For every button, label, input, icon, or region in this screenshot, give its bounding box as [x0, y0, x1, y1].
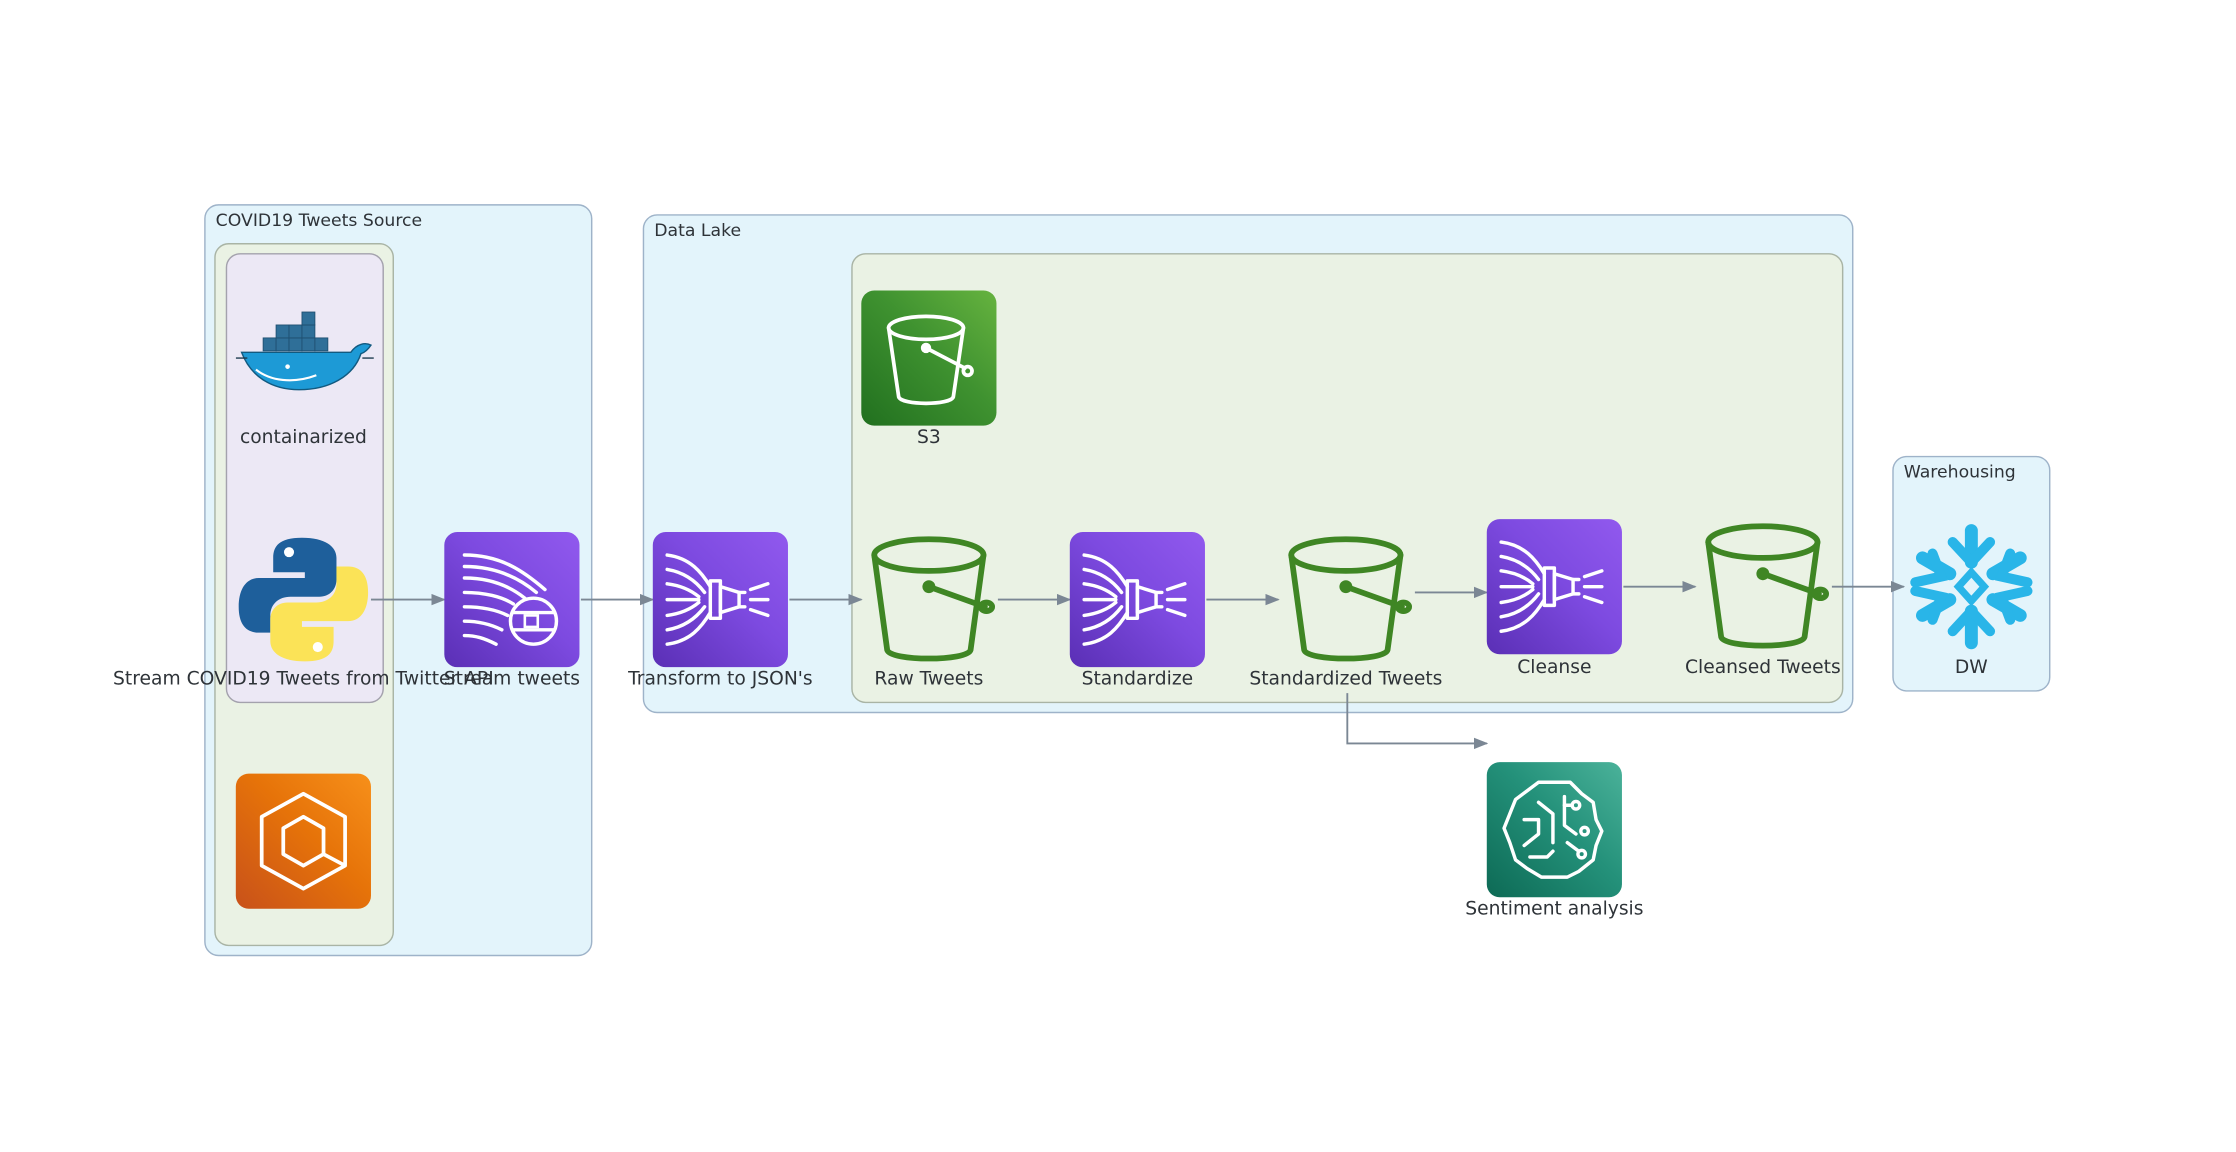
kinesis-firehose-icon	[444, 532, 580, 668]
label-s3: S3	[916, 427, 941, 449]
s3-bucket-icon	[861, 290, 997, 426]
s3-bucket-icon	[1278, 532, 1413, 667]
s3-bucket-icon	[861, 532, 996, 667]
label-cleansed-tweets: Cleansed Tweets	[1684, 657, 1841, 679]
label-sentiment-analysis: Sentiment analysis	[1465, 898, 1644, 921]
label-stream-tweets: Stream tweets	[443, 668, 581, 691]
label-standardized-tweets: Standardized Tweets	[1249, 668, 1443, 691]
python-logo-icon	[236, 532, 371, 667]
kinesis-firehose-icon	[1486, 519, 1622, 655]
cluster-title-source: COVID19 Tweets Source	[215, 209, 423, 231]
label-transform-json: Transform to JSON's	[628, 668, 813, 691]
kinesis-firehose-icon	[1069, 532, 1205, 668]
snowflake-icon	[1904, 519, 2039, 654]
cluster-title-warehousing: Warehousing	[1903, 461, 2016, 482]
aws-ecs-icon	[235, 773, 371, 909]
cluster-title-data-lake: Data Lake	[654, 219, 742, 241]
kinesis-firehose-icon	[652, 532, 788, 668]
label-dw: DW	[1954, 657, 1988, 679]
label-cleanse: Cleanse	[1517, 657, 1592, 679]
label-raw-tweets: Raw Tweets	[874, 668, 984, 691]
label-standardize: Standardize	[1081, 668, 1194, 691]
label-containerized: containarized	[239, 427, 367, 449]
label-python-stream-source: Stream COVID19 Tweets from Twitter API	[113, 668, 494, 691]
s3-bucket-icon	[1695, 519, 1830, 654]
docker-whale-icon	[235, 301, 374, 402]
brain-circuit-icon	[1486, 762, 1622, 898]
